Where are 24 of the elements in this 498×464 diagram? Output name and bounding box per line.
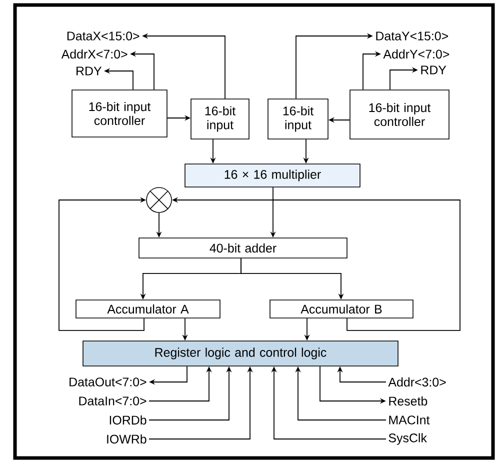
- accumulator-box: Accumulator A: [76, 300, 220, 318]
- signal-label: DataX<15:0>: [67, 32, 140, 40]
- signal-label: SysClk: [388, 433, 427, 445]
- controller-box: 16-bit input controller: [350, 90, 450, 140]
- signal-label: AddrY<7:0>: [383, 49, 450, 59]
- logic-block: Register logic and control logic: [82, 340, 398, 366]
- multiplier-box: 16 × 16 multiplier: [184, 164, 360, 188]
- signal-label: IOWRb: [107, 434, 146, 444]
- controller-box: 16-bit input controller: [72, 90, 168, 138]
- signal-label: RDY: [76, 66, 102, 76]
- adder-box: 40-bit adder: [138, 238, 348, 258]
- multiply-circle: [146, 187, 172, 213]
- signal-label: Resetb: [389, 396, 428, 406]
- signal-label: IORDb: [110, 415, 146, 425]
- signal-label: DataIn<7:0>: [79, 396, 146, 406]
- signal-label: DataOut<7:0>: [70, 378, 146, 386]
- signal-label: MACInt: [389, 416, 430, 424]
- input-box: 16-bit input: [190, 98, 250, 140]
- signal-label: DataY<15:0>: [376, 32, 448, 40]
- input-box: 16-bit input: [268, 98, 328, 140]
- signal-label: AddrX<7:0>: [61, 49, 128, 59]
- accumulator-box: Accumulator B: [270, 300, 414, 318]
- signal-label: RDY: [421, 66, 446, 74]
- signal-label: Addr<3:0>: [388, 377, 446, 387]
